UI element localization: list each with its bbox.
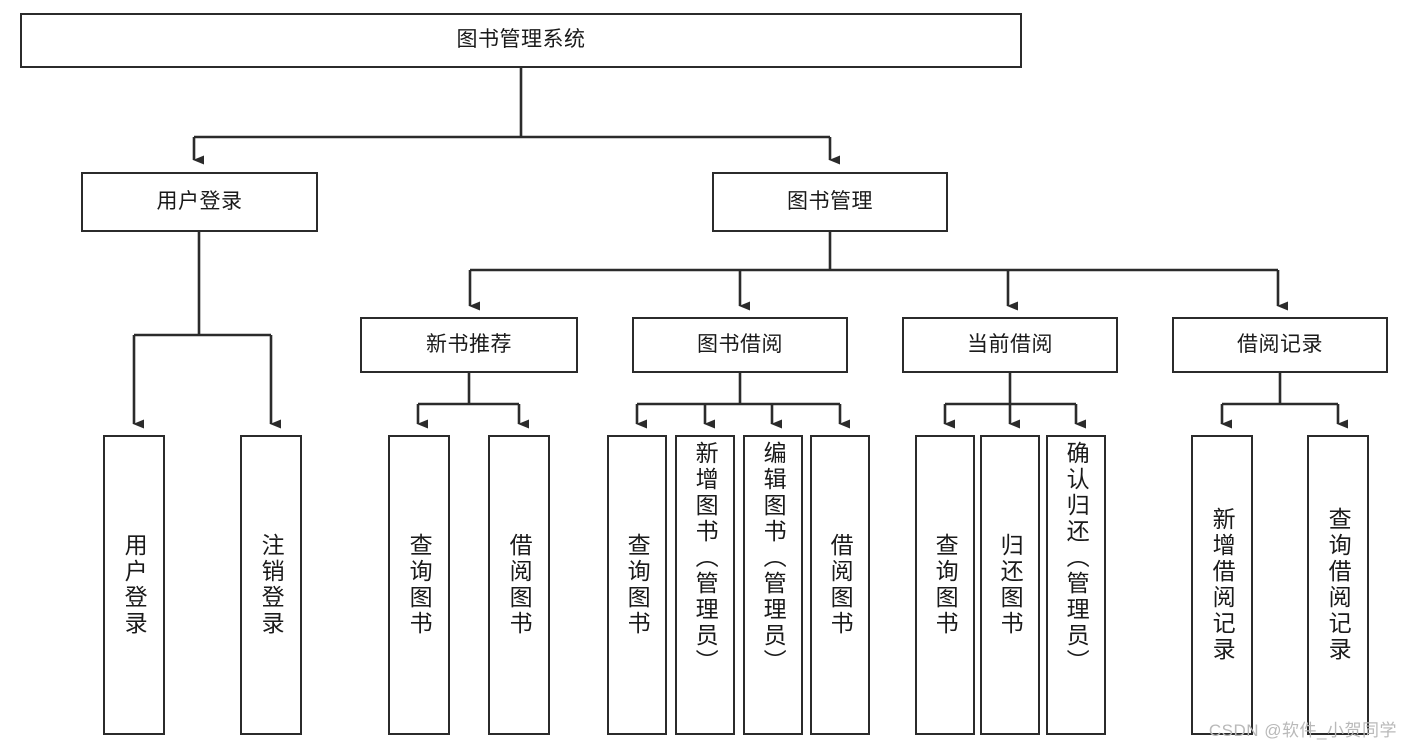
- leaf-node-user-login[interactable]: 用户登录: [103, 435, 165, 735]
- leaf-node-add-book-admin[interactable]: 新增图书（管理员）: [675, 435, 735, 735]
- leaf-node-logout[interactable]: 注销登录: [240, 435, 302, 735]
- leaf-node-borrow-book-borrow[interactable]: 借阅图书: [810, 435, 870, 735]
- node-label: 确认归还（管理员）: [1063, 441, 1090, 675]
- node-label: 新增图书（管理员）: [692, 441, 719, 675]
- node-label: 新书推荐: [426, 332, 512, 356]
- node-label: 查询图书: [406, 533, 433, 637]
- node-label: 归还图书: [997, 533, 1024, 637]
- leaf-node-edit-book-admin[interactable]: 编辑图书（管理员）: [743, 435, 803, 735]
- node-root-book-management-system[interactable]: 图书管理系统: [20, 13, 1022, 68]
- node-book-borrow[interactable]: 图书借阅: [632, 317, 848, 373]
- node-label: 查询图书: [932, 533, 959, 637]
- node-label: 当前借阅: [967, 332, 1053, 356]
- node-label: 借阅图书: [506, 533, 533, 637]
- node-new-book-recommendation[interactable]: 新书推荐: [360, 317, 578, 373]
- node-label: 注销登录: [258, 533, 285, 637]
- node-label: 图书管理系统: [456, 28, 586, 52]
- node-label: 查询借阅记录: [1325, 507, 1352, 663]
- node-label: 图书管理: [787, 189, 873, 213]
- node-label: 编辑图书（管理员）: [760, 441, 787, 675]
- watermark-text: CSDN @软件_小贺同学: [1208, 721, 1397, 740]
- node-label: 用户登录: [156, 189, 243, 213]
- leaf-node-query-book-borrow[interactable]: 查询图书: [607, 435, 667, 735]
- node-label: 查询图书: [624, 533, 651, 637]
- node-user-login[interactable]: 用户登录: [81, 172, 318, 232]
- node-label: 图书借阅: [697, 332, 783, 356]
- leaf-node-return-book[interactable]: 归还图书: [980, 435, 1040, 735]
- node-book-management[interactable]: 图书管理: [712, 172, 948, 232]
- leaf-node-borrow-book-new-rec[interactable]: 借阅图书: [488, 435, 550, 735]
- node-borrow-record[interactable]: 借阅记录: [1172, 317, 1388, 373]
- node-label: 借阅记录: [1237, 332, 1323, 356]
- leaf-node-query-book-new-rec[interactable]: 查询图书: [388, 435, 450, 735]
- leaf-node-confirm-return-admin[interactable]: 确认归还（管理员）: [1046, 435, 1106, 735]
- node-label: 新增借阅记录: [1209, 507, 1236, 663]
- node-label: 借阅图书: [827, 533, 854, 637]
- leaf-node-query-book-current[interactable]: 查询图书: [915, 435, 975, 735]
- node-current-borrow[interactable]: 当前借阅: [902, 317, 1118, 373]
- node-label: 用户登录: [121, 533, 148, 637]
- leaf-node-add-borrow-record[interactable]: 新增借阅记录: [1191, 435, 1253, 735]
- leaf-node-query-borrow-record[interactable]: 查询借阅记录: [1307, 435, 1369, 735]
